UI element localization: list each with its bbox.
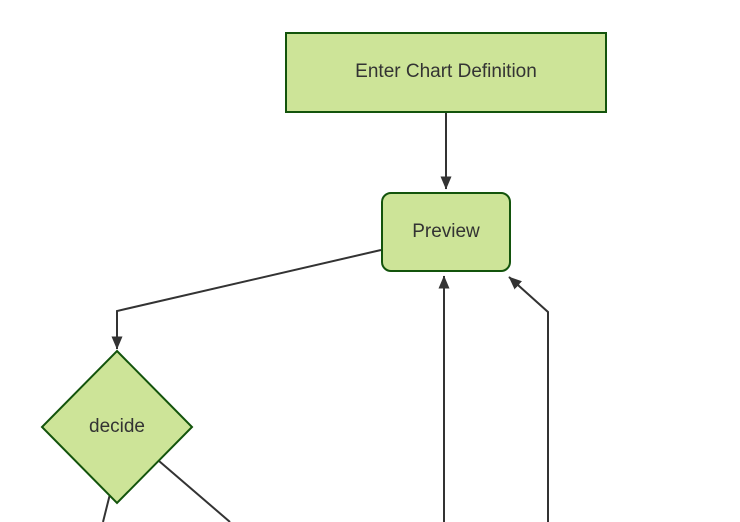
- edge-decide-down-right: [158, 460, 231, 522]
- edge-bottom-right-to-preview: [508, 276, 549, 522]
- edge-decide-down-left: [102, 493, 111, 522]
- node-preview-label: Preview: [412, 220, 480, 242]
- node-decide-label: decide: [89, 416, 145, 437]
- node-enter-chart-definition-label: Enter Chart Definition: [355, 61, 537, 83]
- edge-preview-to-decide: [111, 249, 382, 350]
- node-decide: decide: [42, 351, 192, 503]
- node-preview: Preview: [381, 192, 511, 272]
- node-enter-chart-definition: Enter Chart Definition: [285, 32, 607, 113]
- decide-diamond-shape: [40, 349, 194, 505]
